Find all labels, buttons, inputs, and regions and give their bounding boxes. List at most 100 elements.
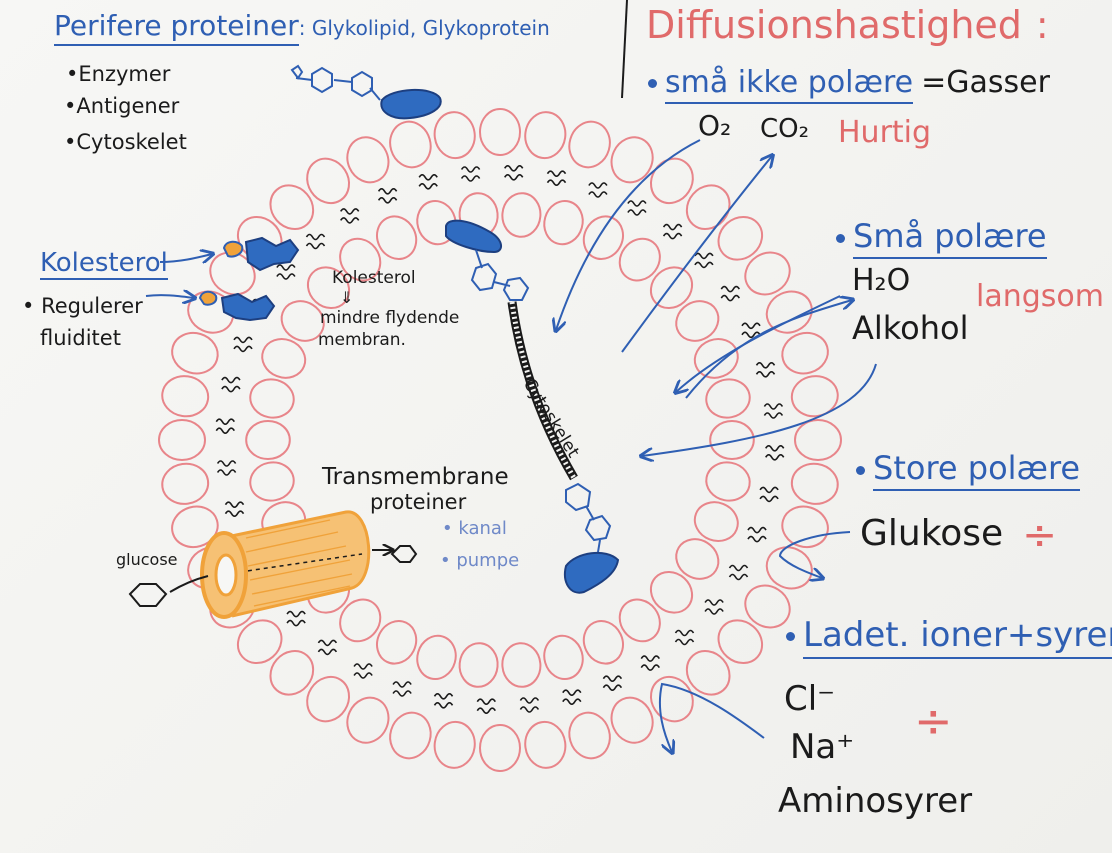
pumpe-text: pumpe	[456, 550, 520, 571]
lipid-tail	[602, 675, 623, 691]
outer-head	[306, 157, 351, 205]
outer-head	[610, 136, 654, 184]
small-polar-row: Små polære	[836, 217, 1047, 259]
outer-head	[744, 584, 791, 629]
outer-head	[161, 375, 210, 418]
inner-head	[280, 300, 325, 342]
lipid-tail	[704, 599, 724, 615]
lipid-tail	[627, 200, 647, 216]
arrow-alcohol-out	[685, 300, 852, 399]
glukose-label: Glukose	[860, 513, 1004, 554]
blocked-glukose-icon: ÷	[1022, 510, 1058, 559]
outer-head	[685, 184, 731, 230]
outer-head	[433, 111, 476, 160]
inner-kolesterol-label: Kolesterol	[332, 268, 416, 288]
slow-label: langsom	[976, 279, 1104, 314]
glycoprotein-bottom	[564, 482, 620, 594]
lipid-tail	[233, 336, 253, 353]
inner-line2: membran.	[318, 330, 406, 350]
outer-head	[790, 462, 839, 505]
cholesterol-arrow-2	[145, 295, 194, 298]
outer-head	[717, 619, 764, 665]
outer-head	[479, 724, 521, 772]
bullet-enzymer-text: Enzymer	[78, 62, 171, 86]
co2-label: CO₂	[760, 114, 810, 144]
outer-head	[346, 696, 390, 744]
lipid-tail	[765, 445, 785, 461]
blocked-ions-icon: ÷	[914, 694, 953, 748]
large-polar-label: Store polære	[873, 449, 1081, 491]
glucose-label: glucose	[116, 550, 178, 569]
lipid-tail	[340, 208, 360, 224]
bullet-antigener-text: Antigener	[76, 94, 180, 118]
arrow-glucose-bounce	[778, 531, 851, 578]
small-nonpolar-row: små ikke polære=Gasser	[648, 65, 1050, 104]
outer-head	[649, 157, 694, 205]
inner-head	[339, 598, 382, 643]
fast-label: Hurtig	[838, 115, 932, 150]
outer-head	[781, 505, 829, 549]
lipid-tail	[747, 526, 767, 543]
outer-head	[161, 462, 210, 505]
inner-head	[339, 237, 382, 282]
glycoprotein-top	[290, 64, 442, 120]
inner-head	[705, 461, 751, 502]
lipid-tail	[546, 170, 567, 186]
outer-head	[524, 720, 567, 769]
outer-head	[236, 619, 283, 665]
inner-head	[416, 199, 457, 246]
transmembrane-item-pumpe: • pumpe	[440, 550, 520, 571]
lipid-tail	[763, 403, 784, 419]
bullet-dot	[786, 632, 795, 641]
inner-head	[376, 620, 418, 665]
outer-head	[433, 720, 476, 769]
lipid-tail	[504, 165, 524, 181]
outer-head	[158, 419, 206, 461]
outer-head	[610, 696, 654, 744]
glycoprotein-inner	[445, 219, 530, 301]
inner-line1: mindre flydende	[320, 308, 460, 328]
inner-head	[675, 538, 720, 580]
o2-label: O₂	[698, 109, 732, 142]
lipid-tail	[519, 697, 540, 713]
outer-head	[744, 251, 791, 296]
inner-head	[675, 300, 720, 342]
outer-head	[685, 650, 731, 696]
lipid-tail	[694, 252, 714, 269]
small-polar-label: Små polære	[853, 217, 1047, 259]
outer-phospholipid-heads	[158, 108, 842, 772]
lipid-tail	[418, 174, 438, 190]
outer-head	[794, 419, 842, 461]
lipid-tail	[741, 322, 761, 339]
inner-head	[249, 461, 295, 502]
outer-head	[389, 120, 432, 169]
charged-row: Ladet. ioner+syrer	[786, 615, 1112, 659]
transmembrane-item-kanal: • kanal	[442, 518, 507, 539]
na-label: Na⁺	[790, 727, 855, 767]
lipid-tail	[728, 564, 749, 581]
lipid-tail	[640, 655, 660, 671]
inner-head	[261, 338, 307, 379]
small-nonpolar-label: små ikke polære	[665, 65, 914, 104]
bullet-enzymer: •Enzymer	[66, 62, 171, 86]
outer-head	[389, 711, 432, 760]
inner-head	[306, 266, 351, 310]
lipid-tail	[720, 285, 740, 302]
outer-head	[479, 108, 521, 156]
outer-head	[524, 111, 567, 160]
inner-head	[501, 192, 542, 238]
outer-head	[717, 215, 764, 261]
cholesterol-line1-text: Regulerer	[41, 294, 143, 318]
inner-head	[245, 420, 291, 460]
inner-head	[705, 378, 751, 419]
cholesterol-heading: Kolesterol	[40, 248, 168, 280]
outer-head	[649, 675, 694, 723]
inner-head	[458, 642, 499, 688]
arrow-o2-in	[556, 139, 701, 330]
cytoskeleton-fiber	[507, 301, 578, 481]
transmembrane-channel-protein	[128, 510, 418, 619]
inner-head	[649, 266, 694, 310]
gasses-label: =Gasser	[921, 65, 1050, 100]
